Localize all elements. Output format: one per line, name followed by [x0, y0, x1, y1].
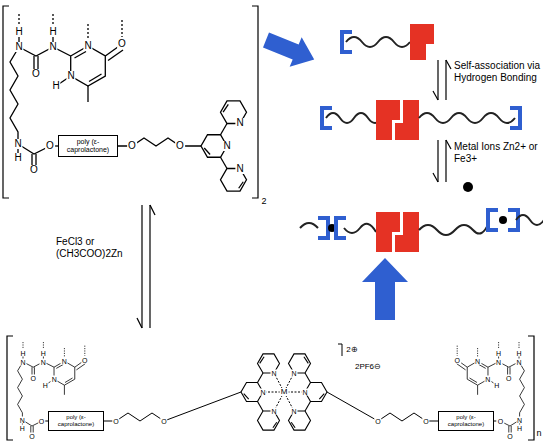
atom-label: O	[127, 141, 137, 151]
supramolecular-polymer-cartoon	[300, 210, 543, 252]
atom-label: N	[66, 71, 75, 81]
repeat-subscript: 2	[260, 197, 267, 206]
atom-label: O	[175, 141, 185, 151]
atom-label: N	[259, 389, 266, 396]
atom-label: H	[495, 349, 502, 356]
metal-label: M	[280, 388, 289, 396]
terpyridine	[241, 354, 280, 430]
atom-label: O	[28, 432, 35, 439]
atom-label: N	[516, 417, 523, 424]
atom-label: N	[495, 358, 502, 365]
upy-structure	[10, 14, 123, 170]
dimer-cartoon	[322, 100, 520, 140]
atom-label: H	[19, 349, 26, 356]
atom-label: H	[19, 425, 26, 432]
equilibrium-arrow	[137, 205, 155, 328]
atom-label: N	[290, 369, 297, 376]
blue-arrow	[260, 25, 320, 74]
atom-label: O	[29, 375, 36, 382]
atom-label: O	[31, 69, 41, 79]
atom-label: O	[117, 39, 127, 49]
process-note: Metal Ions Zn2+ or Fe3+	[454, 141, 542, 164]
reagent-note: FeCl3 or (CH3COO)2Zn	[56, 236, 136, 259]
bond-lines	[7, 336, 534, 440]
metal-ion-dot	[463, 182, 473, 192]
atom-label: O	[497, 418, 504, 425]
atom-label: N	[270, 408, 277, 415]
atom-label: H	[13, 153, 22, 163]
polymer-name: poly (ε-caprolactone)	[50, 414, 102, 427]
atom-label: O	[38, 418, 45, 425]
atom-label: H	[42, 382, 49, 389]
atom-label: H	[515, 349, 522, 356]
atom-label: N	[19, 417, 26, 424]
process-note: Self-association via Hydrogen Bonding	[454, 60, 542, 83]
atom-label: N	[270, 369, 277, 376]
atom-label: N	[515, 358, 522, 365]
atom-label: N	[51, 376, 58, 383]
atom-label: N	[235, 164, 244, 174]
atom-label: H	[14, 27, 23, 37]
blue-arrow	[362, 258, 408, 320]
atom-label: O	[29, 165, 39, 175]
atom-label: N	[235, 118, 244, 128]
atom-label: N	[484, 376, 491, 383]
atom-label: N	[61, 358, 68, 365]
atom-label: H	[51, 81, 60, 91]
atom-label: H	[493, 382, 500, 389]
atom-label: O	[505, 375, 512, 382]
atom-label: O	[422, 418, 429, 425]
atom-label: N	[40, 358, 47, 365]
equilibrium-arrow	[433, 60, 451, 182]
polymer-name: poly (ε-caprolactone)	[60, 138, 116, 153]
atom-label: O	[506, 432, 513, 439]
terpyridine	[289, 354, 328, 430]
monomer-cartoon	[342, 24, 434, 60]
atom-label: N	[14, 42, 23, 52]
atom-label: H	[516, 425, 523, 432]
atom-label: N	[474, 358, 481, 365]
atom-label: O	[81, 357, 88, 364]
polymer-box: poly (ε-caprolactone)	[58, 135, 118, 157]
polymer-box: poly (ε-caprolactone)	[438, 411, 494, 431]
counter-ion: 2PF6⊖	[354, 363, 382, 371]
atom-label: O	[374, 418, 381, 425]
atom-label: N	[290, 408, 297, 415]
charge-label: 2⊕	[345, 346, 358, 354]
repeat-subscript: n	[535, 429, 542, 438]
atom-label: O	[160, 418, 167, 425]
atom-label: H	[48, 27, 57, 37]
atom-label: O	[45, 141, 55, 151]
terpyridine	[201, 101, 247, 191]
atom-label: H	[40, 349, 47, 356]
atom-label: N	[48, 42, 57, 52]
polymer-box: poly (ε-caprolactone)	[48, 411, 104, 431]
atom-label: O	[453, 357, 460, 364]
atom-label: N	[13, 139, 22, 149]
atom-label: N	[19, 358, 26, 365]
atom-label: N	[83, 41, 92, 51]
polymer-name: poly (ε-caprolactone)	[440, 414, 492, 427]
atom-label: N	[301, 389, 308, 396]
atom-label: N	[222, 141, 231, 151]
atom-label: O	[112, 418, 119, 425]
bond-lines	[3, 6, 258, 198]
